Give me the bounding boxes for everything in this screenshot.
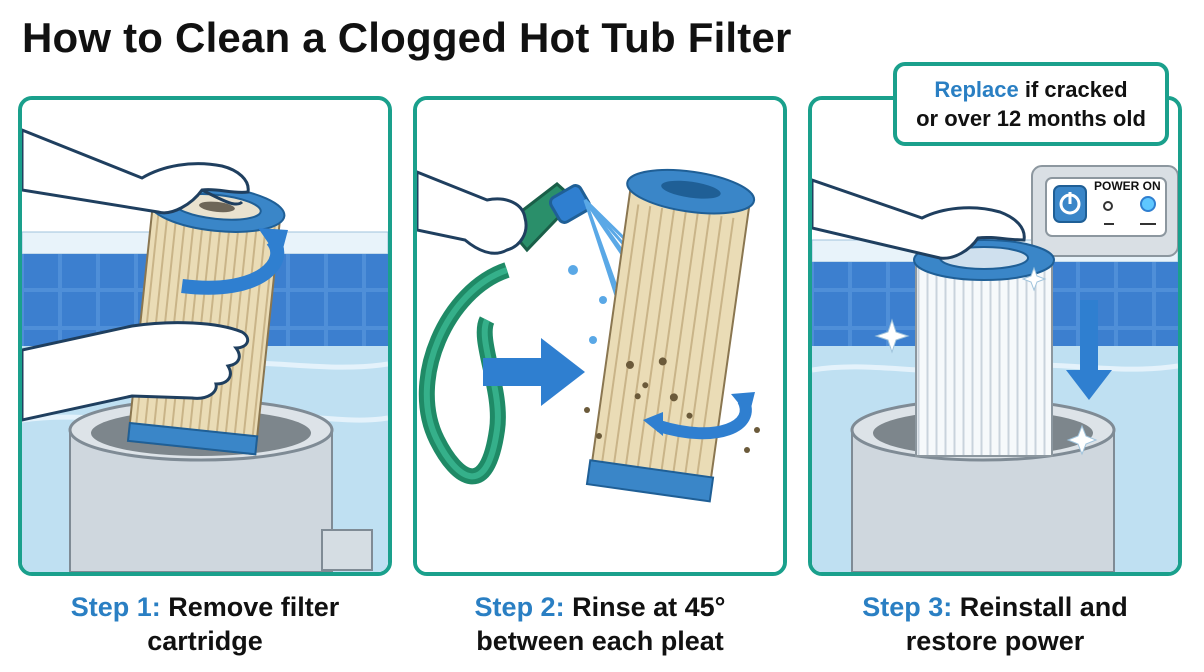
hand-icon [22, 128, 250, 215]
step-1-line-2: cartridge [147, 626, 263, 656]
step-3-illustration: POWER ON [808, 96, 1182, 576]
callout-line-2: or over 12 months old [916, 106, 1146, 131]
step-2-illustration [413, 96, 787, 576]
filter-housing [68, 398, 373, 572]
power-indicator-icon [1140, 196, 1156, 212]
step-3-line-1: Step 3: Reinstall and [798, 590, 1192, 624]
down-arrow-icon [1066, 300, 1112, 400]
filter-cartridge [913, 239, 1055, 457]
step-2-line-1: Step 2: Rinse at 45° [403, 590, 797, 624]
power-button-icon[interactable] [1053, 185, 1087, 223]
step-1-illustration [18, 96, 392, 576]
callout-line-1: Replace if cracked [934, 75, 1127, 104]
hand-icon [22, 321, 250, 422]
step-1-scene [22, 100, 388, 572]
callout-line-1-rest: if cracked [1018, 77, 1128, 102]
step-2-line-2: between each pleat [476, 626, 724, 656]
step-2-label: Step 2: [474, 592, 565, 622]
step-3-line-2: restore power [905, 626, 1085, 656]
step-2-caption: Step 2: Rinse at 45° between each pleat [403, 590, 797, 658]
step-1-caption: Step 1: Remove filter cartridge [8, 590, 402, 658]
step-1-text: Remove filter [160, 592, 340, 622]
hand-icon [812, 178, 1026, 260]
hand-icon [417, 170, 528, 255]
right-arrow-icon [483, 338, 585, 406]
page-title: How to Clean a Clogged Hot Tub Filter [22, 14, 792, 61]
step-2-text: Rinse at 45° [564, 592, 726, 622]
power-off-indicator-icon [1103, 201, 1113, 211]
step-1-line-1: Step 1: Remove filter [8, 590, 402, 624]
step-2-scene [417, 100, 783, 572]
curved-arrow-icon [643, 392, 755, 440]
step-3-scene: POWER ON [812, 100, 1178, 572]
curved-arrow-icon [181, 228, 288, 295]
step-1-label: Step 1: [70, 592, 161, 622]
callout-accent: Replace [934, 77, 1019, 102]
power-on-label: POWER ON [1094, 179, 1161, 193]
replace-callout: Replace if cracked or over 12 months old [893, 62, 1169, 146]
power-control-panel: POWER ON [1031, 165, 1178, 257]
step-3-text: Reinstall and [952, 592, 1128, 622]
sparkle-icon [874, 266, 1098, 456]
step-3-caption: Step 3: Reinstall and restore power [798, 590, 1192, 658]
step-3-label: Step 3: [862, 592, 953, 622]
